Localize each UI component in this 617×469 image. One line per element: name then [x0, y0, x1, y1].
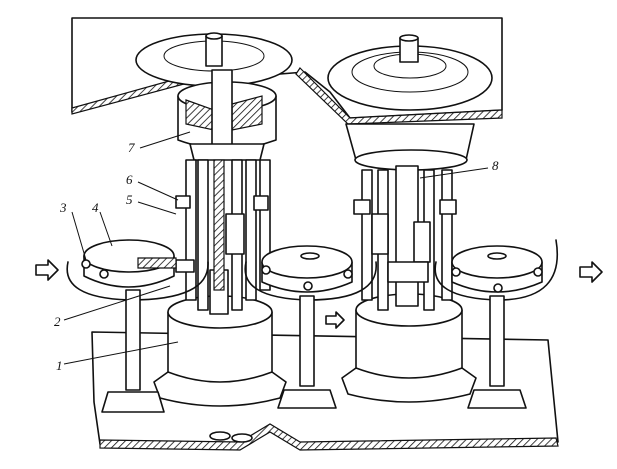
- right-star-wheel: [434, 239, 558, 409]
- plunger-collar: [353, 199, 371, 215]
- left-rotor-head: [177, 69, 277, 161]
- bottle-holder: [387, 261, 429, 283]
- holder-block: [413, 221, 431, 263]
- left-plungers: [175, 159, 271, 311]
- pocket-roller: [81, 259, 91, 269]
- base-foot: [231, 433, 253, 443]
- pocket-roller: [99, 269, 109, 279]
- right-plungers: [353, 165, 457, 311]
- right-upper-drum: [327, 34, 493, 171]
- label-8: 8: [492, 158, 499, 173]
- pocket-roller: [533, 267, 543, 277]
- holder-block: [371, 213, 389, 255]
- pocket-roller: [303, 281, 313, 291]
- label-1: 1: [56, 358, 63, 373]
- label-7: 7: [128, 140, 135, 155]
- label-3: 3: [59, 200, 67, 215]
- left-upper-drum: [135, 32, 293, 87]
- pocket-roller: [343, 269, 353, 279]
- label-5: 5: [126, 192, 133, 207]
- holder-block: [225, 213, 245, 255]
- base-foot: [209, 431, 231, 441]
- pocket-roller: [261, 265, 271, 275]
- plunger-collar: [175, 259, 195, 273]
- transfer-arrow: [325, 311, 345, 329]
- right-lower-drum: [341, 293, 477, 403]
- plunger-collar: [175, 195, 191, 209]
- left-star-wheel: [66, 239, 209, 413]
- left-lower-drum: [153, 269, 287, 407]
- middle-star-wheel: [244, 245, 377, 409]
- pocket-roller: [451, 267, 461, 277]
- outfeed-arrow: [579, 261, 603, 283]
- leader-lines: [63, 131, 489, 365]
- pocket-roller: [493, 283, 503, 293]
- label-6: 6: [126, 172, 133, 187]
- plunger-collar: [439, 199, 457, 215]
- infeed-arrow: [35, 259, 59, 281]
- label-2: 2: [54, 314, 61, 329]
- label-4: 4: [92, 200, 99, 215]
- plunger-collar: [253, 195, 269, 211]
- callout-labels: 7 6 5 3 4 2 1 8: [54, 140, 499, 373]
